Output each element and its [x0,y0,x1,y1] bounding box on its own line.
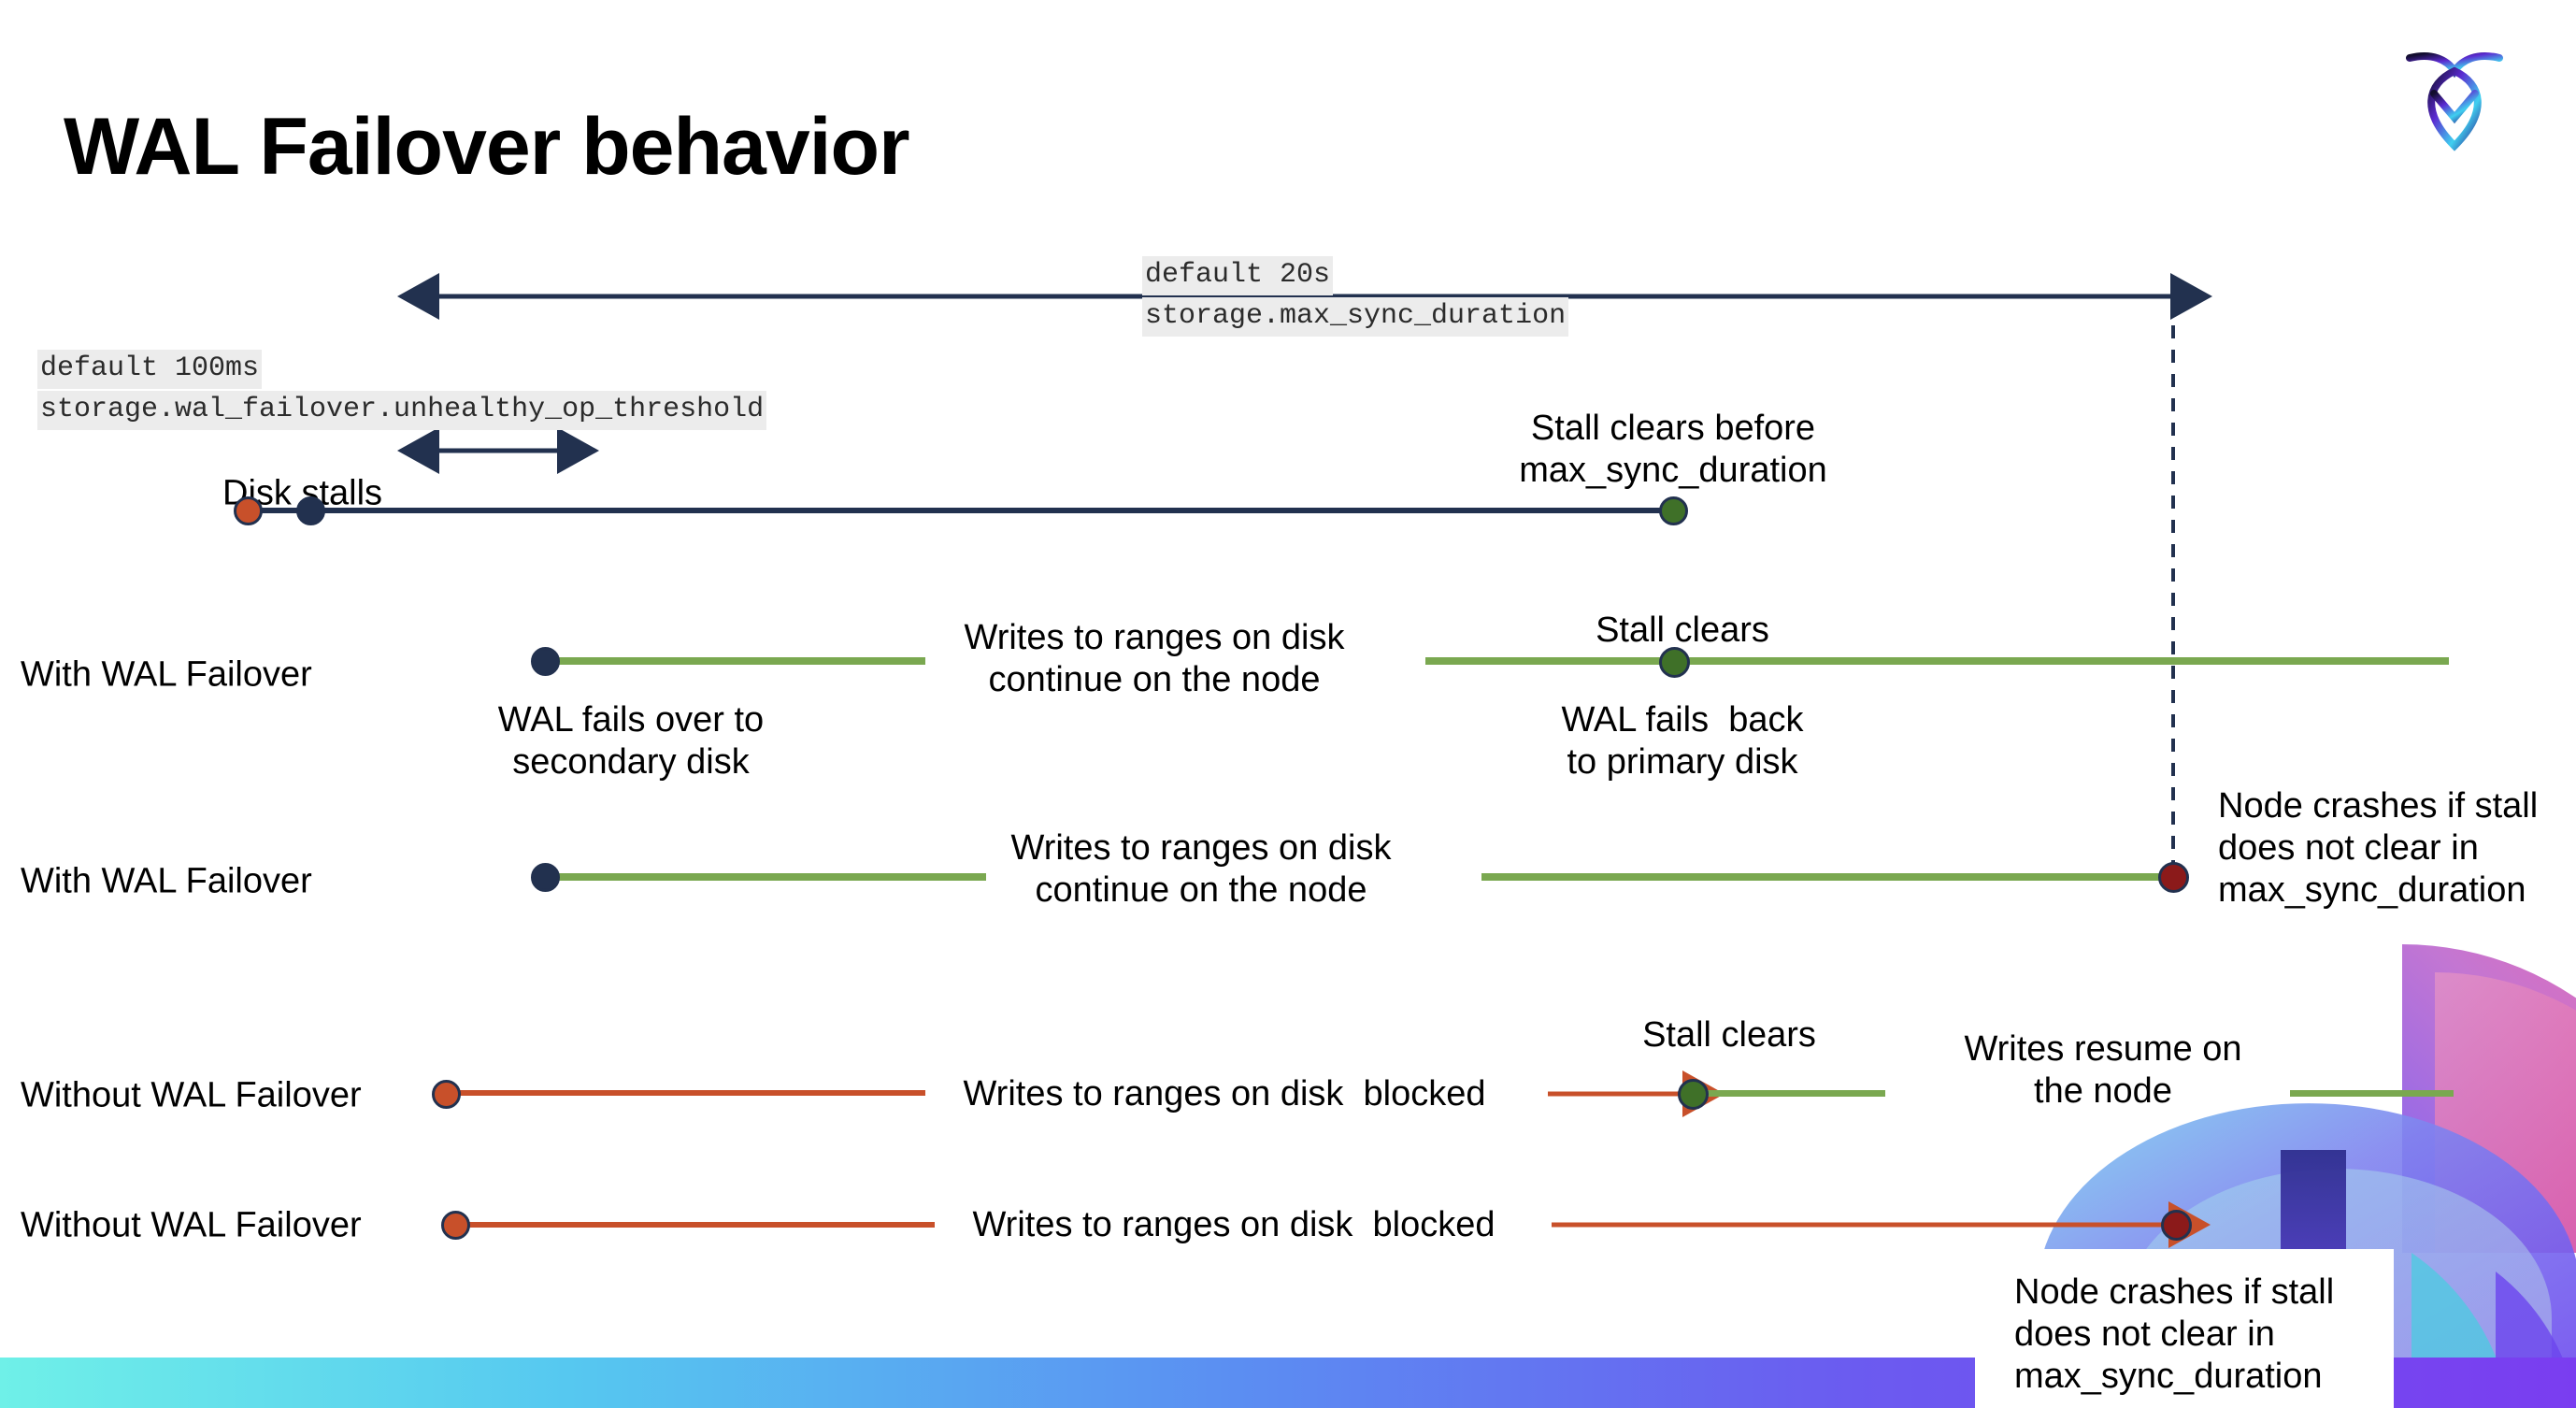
row1-annotation-stall-clears-before: Stall clears before max_sync_duration [1519,409,1827,490]
row2-line-left [547,657,925,665]
row4-stall-clear-dot [1678,1079,1709,1110]
row-label-without-wal-failover-1: Without WAL Failover [21,1075,362,1115]
row3-line-left [547,873,986,881]
page-title: WAL Failover behavior [64,101,910,192]
row2-stall-clear-dot [1659,647,1690,678]
row4-line-right-green [2290,1090,2454,1097]
row1-stall-clear-dot [1659,496,1688,525]
row-label-with-wal-failover-2: With WAL Failover [21,861,312,901]
row4-stall-start-dot [432,1080,461,1109]
row5-annotation-writes-blocked: Writes to ranges on disk blocked [972,1205,1496,1244]
row2-line-right [1425,657,2449,665]
code-chip-threshold-setting: storage.wal_failover.unhealthy_op_thresh… [37,391,767,430]
row5-annotation-node-crashes: Node crashes if stall does not clear in … [2014,1272,2335,1396]
row2-annotation-wal-fails-back: WAL fails back to primary disk [1561,700,1804,782]
row3-failover-dot [531,863,560,892]
row4-annotation-stall-clears: Stall clears [1642,1015,1816,1055]
code-chip-max-sync-default: default 20s [1142,256,1334,295]
row-label-with-wal-failover-1: With WAL Failover [21,654,312,695]
row-label-without-wal-failover-2: Without WAL Failover [21,1205,362,1245]
row2-annotation-wal-fails-over: WAL fails over to secondary disk [497,700,765,782]
callout-white-panel [1975,1249,2394,1408]
row5-stall-start-dot [441,1211,470,1240]
row4-annotation-writes-resume: Writes resume on the node [1964,1029,2242,1111]
code-chip-max-sync-setting: storage.max_sync_duration [1142,297,1569,337]
row3-annotation-node-crashes: Node crashes if stall does not clear in … [2218,786,2539,910]
row1-threshold-dot [296,496,325,525]
row1-stall-start-dot [234,496,263,525]
row2-annotation-stall-clears: Stall clears [1596,611,1769,650]
code-chip-threshold-default: default 100ms [37,350,263,389]
row4-line-left [449,1090,925,1096]
row5-crash-dot [2161,1210,2192,1241]
cockroachdb-logo [2389,32,2520,163]
row3-line-right [1481,873,2173,881]
row2-annotation-writes-continue: Writes to ranges on disk continue on the… [964,618,1345,699]
row4-annotation-writes-blocked: Writes to ranges on disk blocked [963,1074,1486,1113]
cockroachdb-logo-icon [2406,51,2503,151]
row3-crash-dot [2158,862,2189,893]
row5-line-left [458,1222,935,1228]
row3-annotation-writes-continue: Writes to ranges on disk continue on the… [1010,828,1392,910]
row4-line-mid-green [1694,1090,1885,1097]
row2-failover-dot [531,647,560,676]
row1-timeline-line [250,508,1673,513]
